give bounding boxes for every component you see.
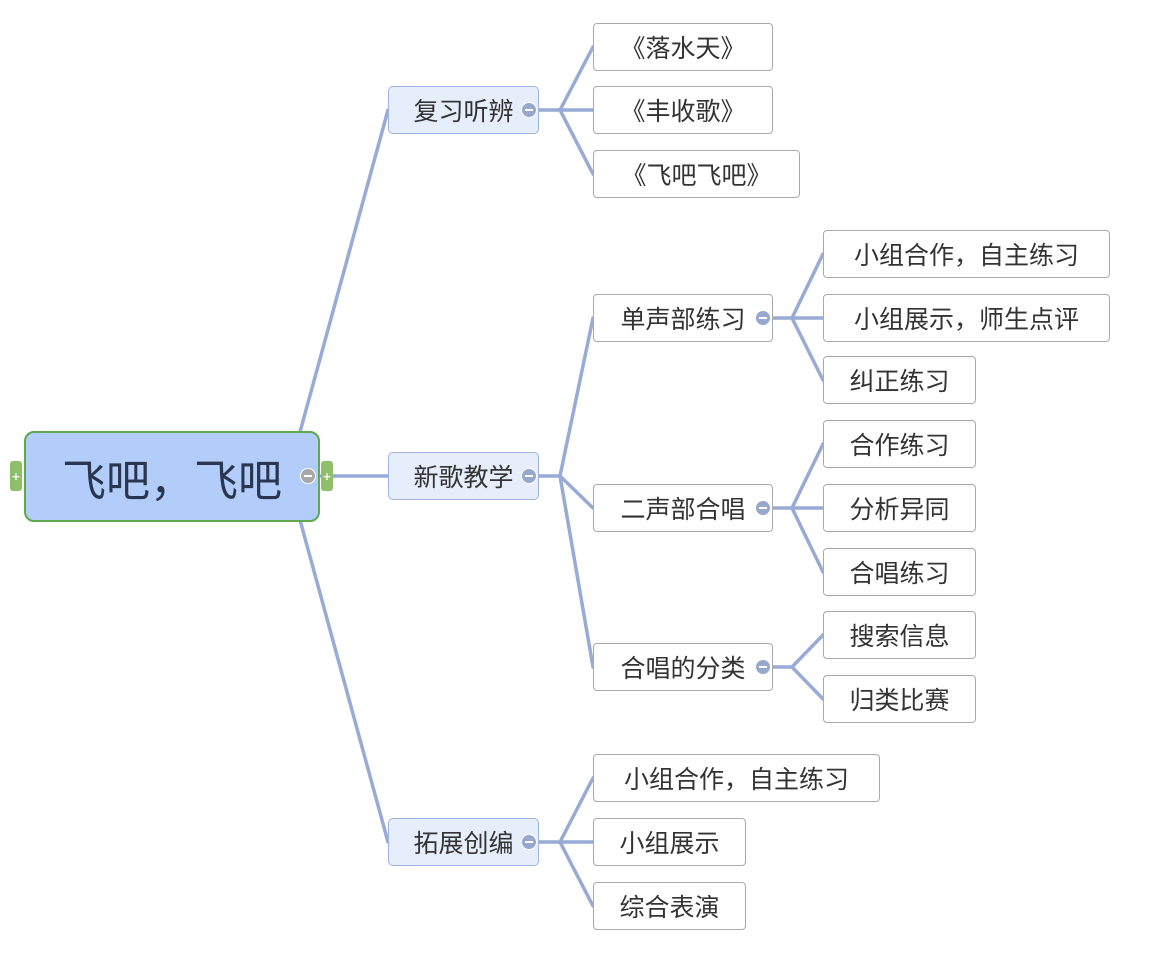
expand-right-tab[interactable]: + (321, 461, 333, 491)
leaf-topic[interactable]: 合作练习 (823, 420, 976, 468)
subtopic[interactable]: 小组展示 (593, 818, 746, 866)
collapse-icon[interactable] (521, 102, 537, 118)
collapse-icon[interactable] (755, 659, 771, 675)
leaf-topic[interactable]: 归类比赛 (823, 675, 976, 723)
subtopic[interactable]: 《落水天》 (593, 23, 773, 71)
leaf-topic[interactable]: 搜索信息 (823, 611, 976, 659)
expand-left-tab[interactable]: + (10, 461, 22, 491)
subtopic[interactable]: 《飞吧飞吧》 (593, 150, 800, 198)
subtopic[interactable]: 单声部练习 (593, 294, 773, 342)
subtopic[interactable]: 综合表演 (593, 882, 746, 930)
collapse-icon[interactable] (755, 310, 771, 326)
leaf-topic[interactable]: 纠正练习 (823, 356, 976, 404)
leaf-topic[interactable]: 合唱练习 (823, 548, 976, 596)
collapse-icon[interactable] (755, 500, 771, 516)
subtopic[interactable]: 小组合作，自主练习 (593, 754, 880, 802)
topic-review-listening[interactable]: 复习听辨 (388, 86, 539, 134)
root-topic[interactable]: 飞吧，飞吧 (24, 431, 320, 522)
leaf-topic[interactable]: 小组展示，师生点评 (823, 294, 1110, 342)
subtopic[interactable]: 《丰收歌》 (593, 86, 773, 134)
subtopic[interactable]: 二声部合唱 (593, 484, 773, 532)
topic-extension-creation[interactable]: 拓展创编 (388, 818, 539, 866)
leaf-topic[interactable]: 小组合作，自主练习 (823, 230, 1110, 278)
subtopic[interactable]: 合唱的分类 (593, 643, 773, 691)
collapse-root-icon[interactable] (300, 468, 316, 484)
topic-new-song-teaching[interactable]: 新歌教学 (388, 452, 539, 500)
leaf-topic[interactable]: 分析异同 (823, 484, 976, 532)
collapse-icon[interactable] (521, 468, 537, 484)
collapse-icon[interactable] (521, 834, 537, 850)
